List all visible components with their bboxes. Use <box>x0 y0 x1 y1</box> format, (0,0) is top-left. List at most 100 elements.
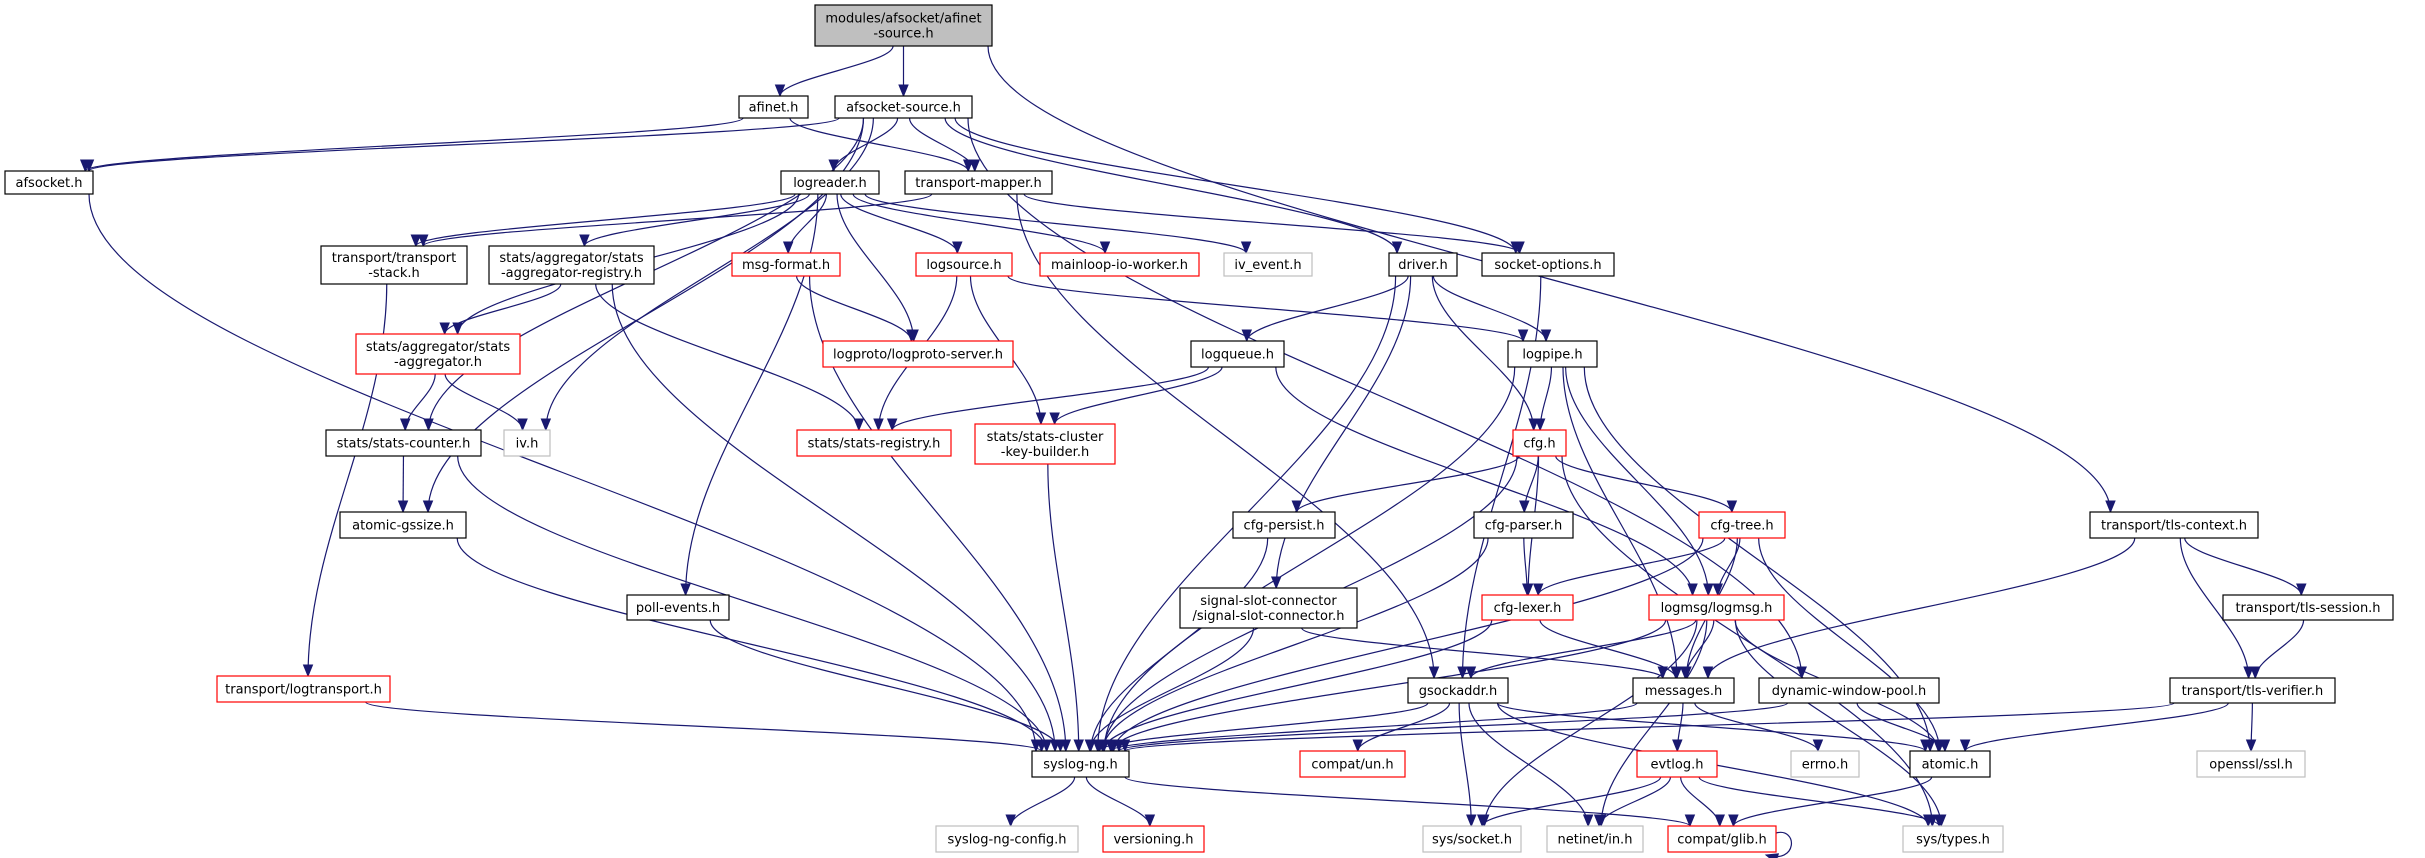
edge-line <box>1010 776 1076 827</box>
edge-cfg-to-cfg-persist <box>1291 455 1520 514</box>
edge-line <box>1461 275 1542 679</box>
node-label: afinet.h <box>749 101 799 116</box>
node-socket-options[interactable]: socket-options.h <box>1481 252 1615 277</box>
node-stats-cluster-kb[interactable]: stats/stats-cluster-key-builder.h <box>974 423 1116 465</box>
node-box <box>738 95 809 119</box>
node-stats-aggregator[interactable]: stats/aggregator/stats-aggregator.h <box>355 333 521 375</box>
node-cfg-parser[interactable]: cfg-parser.h <box>1473 511 1574 539</box>
edge-stats-aggregator-to-stats-counter <box>399 373 436 432</box>
node-iv[interactable]: iv.h <box>503 429 551 457</box>
node-gsockaddr[interactable]: gsockaddr.h <box>1407 677 1509 704</box>
edge-cfg-tree-to-cfg-lexer <box>1532 537 1726 597</box>
node-box <box>822 340 1014 368</box>
node-poll-events[interactable]: poll-events.h <box>626 594 730 621</box>
node-cfg-persist[interactable]: cfg-persist.h <box>1232 511 1336 539</box>
node-box <box>1039 252 1200 277</box>
edge-line <box>1562 366 1678 679</box>
edge-line <box>1758 537 1941 752</box>
node-tls-context[interactable]: transport/tls-context.h <box>2089 511 2259 539</box>
node-mainloop-io-worker[interactable]: mainloop-io-worker.h <box>1039 252 1200 277</box>
node-sys-types[interactable]: sys/types.h <box>1902 825 2004 853</box>
node-compat-glib[interactable]: compat/glib.h <box>1667 825 1777 853</box>
edge-line <box>836 193 915 342</box>
node-atomic[interactable]: atomic.h <box>1909 750 1991 778</box>
arrowhead-icon <box>1049 412 1060 426</box>
node-errno[interactable]: errno.h <box>1790 750 1860 778</box>
node-evtlog[interactable]: evtlog.h <box>1636 750 1718 778</box>
node-logproto-server[interactable]: logproto/logproto-server.h <box>822 340 1014 368</box>
node-transport-stack[interactable]: transport/transport-stack.h <box>320 245 468 285</box>
edge-logreader-to-stats-agg-registry <box>579 193 810 248</box>
edge-line <box>1431 275 1535 431</box>
node-box <box>974 423 1116 465</box>
edge-tls-verifier-to-syslog-ng <box>1119 702 2175 753</box>
node-netinet-in[interactable]: netinet/in.h <box>1546 825 1644 853</box>
arrowhead-icon <box>1291 500 1303 514</box>
edge-line <box>1483 619 1698 827</box>
arrowhead-icon <box>1352 739 1364 753</box>
arrowhead-icon <box>302 664 314 678</box>
node-driver[interactable]: driver.h <box>1388 252 1458 277</box>
node-tls-session[interactable]: transport/tls-session.h <box>2222 594 2394 621</box>
node-tls-verifier[interactable]: transport/tls-verifier.h <box>2169 677 2336 704</box>
arrowhead-icon <box>2250 666 2261 680</box>
node-label: iv_event.h <box>1234 258 1301 273</box>
node-transport-mapper[interactable]: transport-mapper.h <box>904 170 1053 195</box>
arrowhead-icon <box>1593 814 1605 828</box>
arrowhead-icon <box>906 329 917 343</box>
edge-cfg-to-cfg-parser <box>1519 455 1539 514</box>
node-messages[interactable]: messages.h <box>1632 677 1735 704</box>
node-stats-agg-registry[interactable]: stats/aggregator/stats-aggregator-regist… <box>488 245 655 285</box>
arrowhead-icon <box>1519 500 1530 514</box>
node-dyn-window-pool[interactable]: dynamic-window-pool.h <box>1758 677 1940 704</box>
node-atomic-gssize[interactable]: atomic-gssize.h <box>339 511 467 539</box>
node-afinet[interactable]: afinet.h <box>738 95 809 119</box>
node-cfg-lexer[interactable]: cfg-lexer.h <box>1481 594 1574 621</box>
node-logreader[interactable]: logreader.h <box>780 170 880 195</box>
edge-stats-agg-registry-to-stats-registry <box>595 283 865 432</box>
node-label: -key-builder.h <box>1001 445 1089 460</box>
node-label: atomic-gssize.h <box>352 519 454 534</box>
edge-cfg-parser-to-cfg-lexer <box>1522 537 1533 597</box>
node-label: poll-events.h <box>636 601 720 616</box>
edge-logqueue-to-stats-registry <box>886 366 1210 432</box>
node-box <box>1648 594 1785 621</box>
node-syslog-ng-config[interactable]: syslog-ng-config.h <box>935 825 1079 853</box>
edge-stats-aggregator-to-iv <box>444 373 528 432</box>
node-cfg[interactable]: cfg.h <box>1512 429 1567 457</box>
node-versioning[interactable]: versioning.h <box>1102 825 1205 853</box>
node-afsocket[interactable]: afsocket.h <box>4 170 94 195</box>
edge-line <box>1047 463 1080 752</box>
arrowhead-icon <box>2105 500 2116 514</box>
node-sys-socket[interactable]: sys/socket.h <box>1422 825 1522 853</box>
arrowhead-icon <box>1582 814 1594 828</box>
arrowhead-icon <box>1391 241 1403 255</box>
arrowhead-icon <box>1684 814 1696 828</box>
node-afsocket-source[interactable]: afsocket-source.h <box>834 95 973 119</box>
edge-line <box>611 283 1056 752</box>
edge-root-to-afinet <box>774 45 894 98</box>
node-logmsg[interactable]: logmsg/logmsg.h <box>1648 594 1785 621</box>
node-iv-event[interactable]: iv_event.h <box>1223 252 1313 277</box>
node-label: cfg-persist.h <box>1244 519 1325 534</box>
node-box <box>2089 511 2259 539</box>
node-signal-slot[interactable]: signal-slot-connector/signal-slot-connec… <box>1179 587 1358 629</box>
edge-afsocket-source-to-driver <box>944 117 1403 255</box>
node-logsource[interactable]: logsource.h <box>915 252 1013 277</box>
node-openssl-ssl[interactable]: openssl/ssl.h <box>2196 750 2306 778</box>
edge-line <box>1537 537 1726 596</box>
node-label: cfg-tree.h <box>1710 519 1773 534</box>
node-logtransport[interactable]: transport/logtransport.h <box>216 675 391 703</box>
node-logpipe[interactable]: logpipe.h <box>1507 340 1598 368</box>
arrowhead-icon <box>1270 576 1282 590</box>
node-stats-registry[interactable]: stats/stats-registry.h <box>796 429 952 457</box>
node-compat-un[interactable]: compat/un.h <box>1299 750 1406 778</box>
node-label: stats/stats-counter.h <box>337 437 471 452</box>
node-logqueue[interactable]: logqueue.h <box>1190 340 1285 368</box>
edge-line <box>422 193 933 247</box>
node-stats-counter[interactable]: stats/stats-counter.h <box>325 429 482 457</box>
node-syslog-ng[interactable]: syslog-ng.h <box>1031 750 1130 778</box>
edge-line <box>1539 619 1677 679</box>
node-msg-format[interactable]: msg-format.h <box>731 252 841 277</box>
node-cfg-tree[interactable]: cfg-tree.h <box>1698 511 1786 539</box>
